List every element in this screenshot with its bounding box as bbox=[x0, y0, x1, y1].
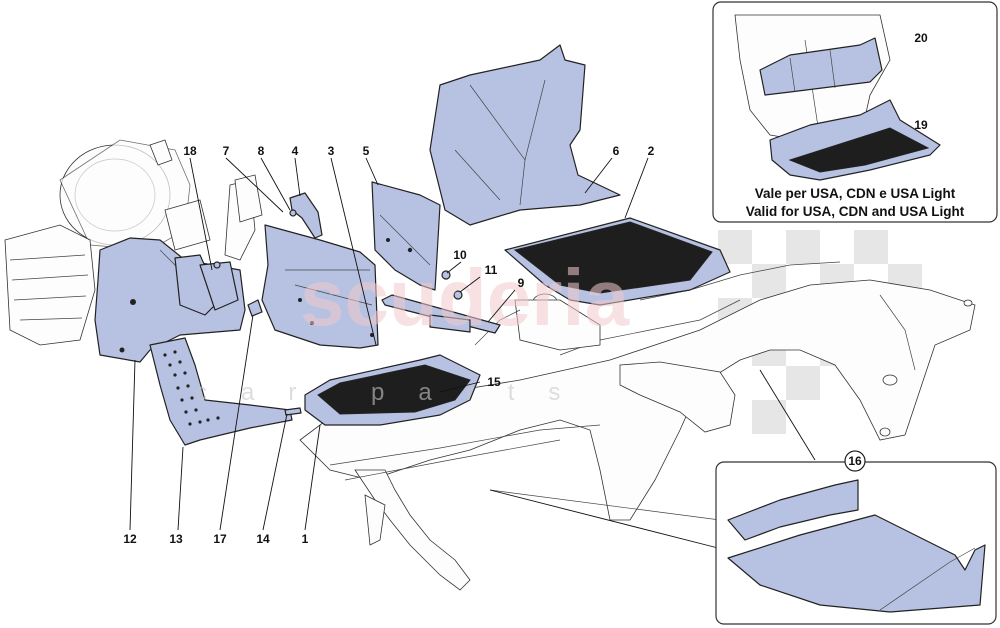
leader-lines bbox=[129, 29, 909, 549]
callout-12: 12 bbox=[123, 532, 137, 546]
watermark-sub: car parts bbox=[195, 379, 594, 406]
callout-9: 9 bbox=[518, 276, 525, 290]
inset-part-16: 16 bbox=[715, 450, 997, 625]
part-6-upper-panel bbox=[429, 44, 621, 226]
callout-16: 16 bbox=[848, 454, 862, 468]
callout-4: 4 bbox=[292, 144, 299, 158]
callout-14: 14 bbox=[256, 532, 270, 546]
callout-6: 6 bbox=[613, 144, 620, 158]
callout-3: 3 bbox=[328, 144, 335, 158]
part-13-foot-rest bbox=[149, 337, 293, 446]
callout-19: 19 bbox=[914, 118, 928, 132]
engine-assembly bbox=[4, 139, 256, 346]
watermark-brand: scuderia bbox=[300, 253, 630, 342]
floor-structure bbox=[299, 261, 976, 591]
part-3-tunnel-panel bbox=[261, 224, 379, 349]
fasteners bbox=[213, 209, 463, 416]
callout-20: 20 bbox=[914, 31, 928, 45]
callout-5: 5 bbox=[363, 144, 370, 158]
callout-11: 11 bbox=[485, 263, 498, 277]
part-15-center-mat bbox=[304, 354, 481, 426]
callout-15: 15 bbox=[487, 375, 501, 389]
callout-8: 8 bbox=[258, 144, 265, 158]
callout-7: 7 bbox=[223, 144, 230, 158]
inset-caption-italian: Vale per USA, CDN e USA Light bbox=[755, 186, 956, 201]
inset-caption-english: Valid for USA, CDN and USA Light bbox=[746, 204, 965, 219]
callout-2: 2 bbox=[648, 144, 655, 158]
callout-17: 17 bbox=[213, 532, 227, 546]
callout-1: 1 bbox=[302, 532, 309, 546]
callout-10: 10 bbox=[453, 248, 467, 262]
pedal-assembly bbox=[164, 174, 263, 316]
callout-18: 18 bbox=[183, 144, 197, 158]
part-9-bracket-bar bbox=[381, 294, 501, 334]
callout-13: 13 bbox=[169, 532, 183, 546]
part-5-side-panel bbox=[371, 181, 441, 291]
part-2-right-mat bbox=[504, 217, 731, 306]
inset-usa-variant: 20 19 Vale per USA, CDN e USA Light Vali… bbox=[712, 1, 998, 223]
